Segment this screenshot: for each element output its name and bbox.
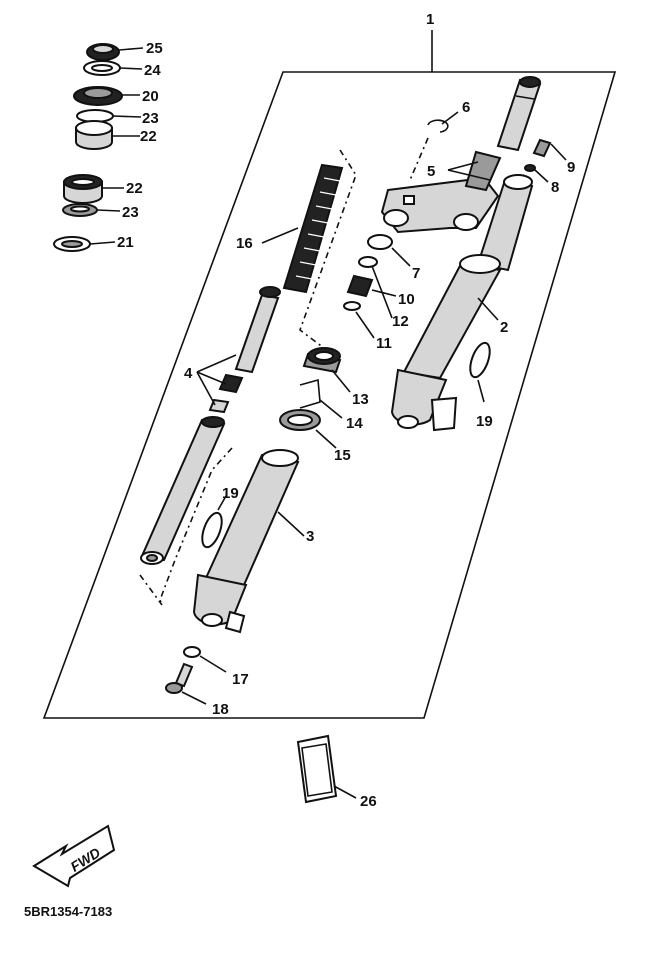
oil-lock-10 (346, 265, 397, 319)
race-22-bottom (63, 174, 124, 204)
label-21: 21 (117, 234, 134, 251)
label-3: 3 (306, 528, 314, 545)
label-5: 5 (427, 163, 435, 180)
label-4: 4 (184, 365, 193, 382)
label-24: 24 (144, 62, 161, 79)
clip-14 (299, 378, 343, 419)
bolt-18 (165, 662, 207, 705)
label-18: 18 (212, 701, 229, 718)
label-14: 14 (346, 415, 363, 432)
damper-rod-4 (196, 286, 281, 414)
label-10: 10 (398, 291, 415, 308)
bearing-23-bottom (62, 203, 121, 217)
ring-nut-20 (73, 86, 140, 106)
bolt-9 (532, 138, 567, 161)
circlip-6 (427, 111, 459, 133)
label-23-bottom: 23 (122, 204, 139, 221)
left-dash-2 (139, 574, 163, 606)
race-22-top (75, 120, 140, 150)
fork-spring-16 (261, 163, 344, 294)
seal-7 (367, 234, 411, 267)
label-13: 13 (352, 391, 369, 408)
label-15: 15 (334, 447, 351, 464)
inner-tube-left (140, 416, 226, 565)
ring-nut-25 (86, 43, 144, 61)
bracket-dash (409, 137, 429, 181)
ring-11 (343, 301, 375, 339)
label-7: 7 (412, 265, 420, 282)
oil-seal-13 (302, 347, 351, 393)
outer-tube-2 (390, 174, 534, 432)
label-11: 11 (376, 335, 392, 352)
label-20: 20 (142, 88, 159, 105)
left-axis-dash (159, 447, 233, 606)
label-22-bottom: 22 (126, 180, 143, 197)
label-17: 17 (232, 671, 249, 688)
assembly-frame (42, 71, 617, 719)
label-25: 25 (146, 40, 163, 57)
washer-8 (524, 164, 549, 183)
label-26: 26 (360, 793, 377, 810)
inner-tube-right (496, 76, 542, 152)
label-12: 12 (392, 313, 409, 330)
spring-axis-dash (299, 149, 357, 361)
label-23-top: 23 (142, 110, 159, 127)
label-1: 1 (426, 11, 434, 28)
label-19-right: 19 (476, 413, 493, 430)
outer-tube-3 (192, 449, 305, 634)
label-2: 2 (500, 319, 508, 336)
label-19-left: 19 (222, 485, 239, 502)
copper-washer-17 (183, 646, 227, 673)
part-number-labels: 1 2 3 4 5 6 7 8 9 10 11 12 13 14 15 16 1… (117, 11, 575, 810)
label-22-top: 22 (140, 128, 157, 145)
label-16: 16 (236, 235, 253, 252)
label-6: 6 (462, 99, 470, 116)
label-8: 8 (551, 179, 559, 196)
dust-seal-21 (53, 236, 116, 252)
decal-26 (296, 734, 357, 804)
bracket-5 (380, 150, 502, 234)
washer-24 (83, 60, 143, 76)
drawing-code: 5BR1354-7183 (24, 904, 112, 919)
o-ring-19-right (469, 341, 491, 403)
o-ring-19-left (201, 495, 227, 549)
washer-15 (279, 409, 337, 449)
seal-12 (358, 256, 378, 268)
fwd-arrow-icon: FWD (32, 824, 116, 888)
label-9: 9 (567, 159, 575, 176)
bearing-23-top (76, 109, 142, 123)
